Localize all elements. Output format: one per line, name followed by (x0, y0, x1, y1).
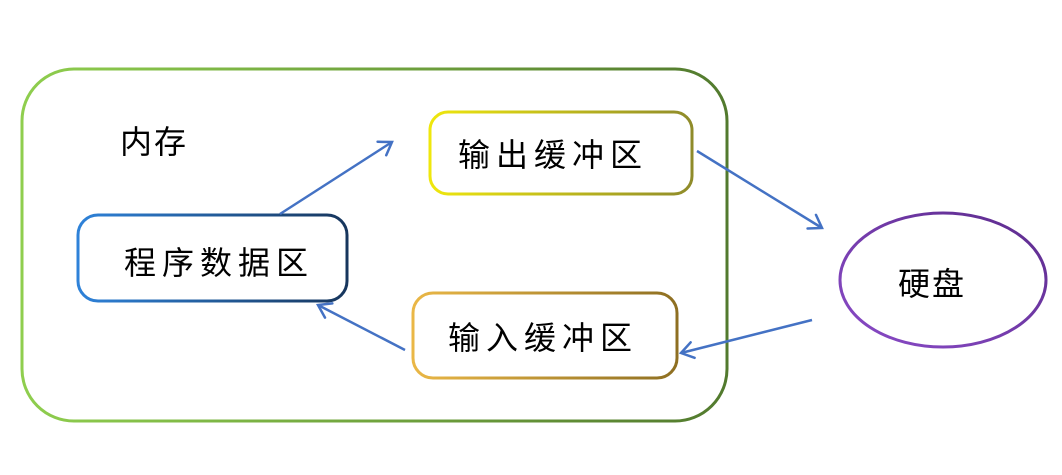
edge-program-to-output (279, 140, 394, 216)
input-buffer-label: 输入缓冲区 (448, 319, 638, 357)
edge-output-to-disk (696, 149, 824, 230)
output-buffer-label: 输出缓冲区 (458, 136, 648, 174)
edge-disk-to-input (678, 318, 813, 360)
edge-input-to-program (315, 302, 406, 352)
memory-label: 内存 (120, 123, 188, 161)
input-buffer-node (411, 291, 679, 380)
memory-container-shape (20, 67, 729, 423)
program-data-label: 程序数据区 (124, 244, 314, 282)
output-buffer-node (428, 110, 694, 196)
hard-disk-node (838, 211, 1048, 349)
hard-disk-label: 硬盘 (898, 265, 966, 303)
program-data-node (76, 213, 349, 303)
